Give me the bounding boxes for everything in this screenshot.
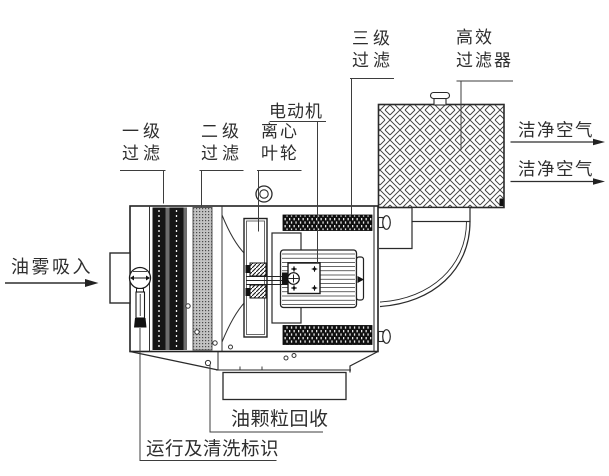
- vent-cap: [429, 91, 451, 100]
- shaft-direction-arrow: [357, 276, 364, 283]
- motor-mount-plate: [287, 262, 321, 295]
- fan-inlet-cone: [221, 206, 246, 351]
- label-hepa-filter: 高效 过滤器: [456, 28, 513, 70]
- oil-mist-inlet-arrow: [5, 279, 99, 287]
- stage2-filter-media: [192, 207, 213, 351]
- screw-holes: [185, 303, 297, 367]
- inlet-flange: [109, 252, 131, 304]
- label-impeller: 离心 叶轮: [261, 122, 299, 163]
- mount-bolts: [291, 266, 318, 291]
- label-motor: 电动机: [269, 102, 323, 121]
- shaft-coupling: [282, 272, 290, 285]
- drain-funnel: [129, 350, 379, 373]
- clean-air-arrow-bottom: [510, 178, 605, 185]
- oil-collection-tray: [222, 371, 347, 401]
- label-clean-air-bottom: 洁净空气: [518, 159, 594, 179]
- label-stage2-filter: 二级 过滤: [201, 122, 243, 163]
- label-stage1-filter: 一级 过滤: [122, 122, 164, 163]
- clean-air-arrow-top: [510, 138, 605, 146]
- clamp-knob-top: [382, 215, 391, 230]
- stage1-filter-media: [152, 207, 187, 350]
- run-clean-indicator-gauge: [128, 266, 152, 328]
- leader-lines: [120, 78, 513, 461]
- label-stage3-filter: 三级 过滤: [352, 29, 394, 70]
- outlet-duct-elbow: [379, 206, 471, 308]
- clamp-knob-bottom: [382, 329, 391, 344]
- housing-right-wall: [373, 206, 391, 352]
- hepa-filter-box: [377, 91, 505, 209]
- label-run-clean-indicator: 运行及清洗标识: [146, 440, 280, 460]
- stage3-filter-media: [282, 214, 373, 345]
- lifting-eye: [255, 185, 273, 203]
- centrifugal-impeller: [243, 217, 268, 338]
- label-oil-particle-recovery: 油颗粒回收: [231, 409, 329, 430]
- vent-cap-stem: [433, 97, 447, 106]
- drive-shaft: [245, 262, 290, 299]
- label-clean-air-top: 洁净空气: [518, 120, 594, 140]
- label-oil-mist-inlet: 油雾吸入: [11, 257, 93, 277]
